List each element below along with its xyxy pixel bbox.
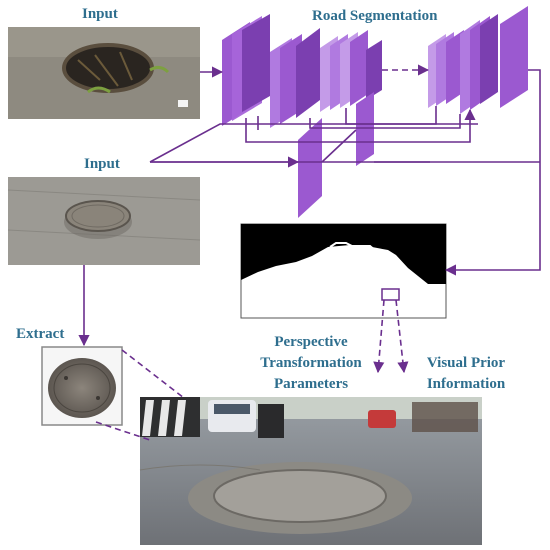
perspective-label-line3: Parameters — [273, 376, 349, 392]
visual-prior-label-line1: Visual Prior — [426, 355, 506, 371]
encoder-layer — [366, 40, 382, 100]
perspective-label-line1: Perspective — [274, 334, 348, 350]
road-segmentation-label: Road Segmentation — [312, 8, 438, 24]
connectors — [78, 64, 541, 441]
decoder-layer — [446, 30, 464, 104]
segmentation-network — [222, 6, 528, 218]
input-top-label: Input — [82, 6, 118, 22]
extracted-cover-image — [41, 346, 123, 426]
branch-layer — [356, 92, 374, 166]
encoder-layer — [296, 28, 320, 118]
encoder-layer — [242, 14, 270, 112]
perspective-label-line2: Transformation — [260, 355, 362, 371]
road-scene-image — [139, 397, 482, 545]
input-manhole-image — [7, 177, 201, 265]
segmentation-mask-image — [240, 223, 447, 319]
input-pothole-image — [8, 27, 200, 119]
visual-prior-label-line2: Information — [426, 376, 506, 392]
input-mid-label: Input — [84, 156, 120, 172]
branch-layer — [298, 118, 322, 218]
decoder-layer — [500, 6, 528, 108]
encoder-layer — [350, 30, 368, 106]
extract-label: Extract — [16, 326, 65, 342]
decoder-layer — [480, 14, 498, 104]
